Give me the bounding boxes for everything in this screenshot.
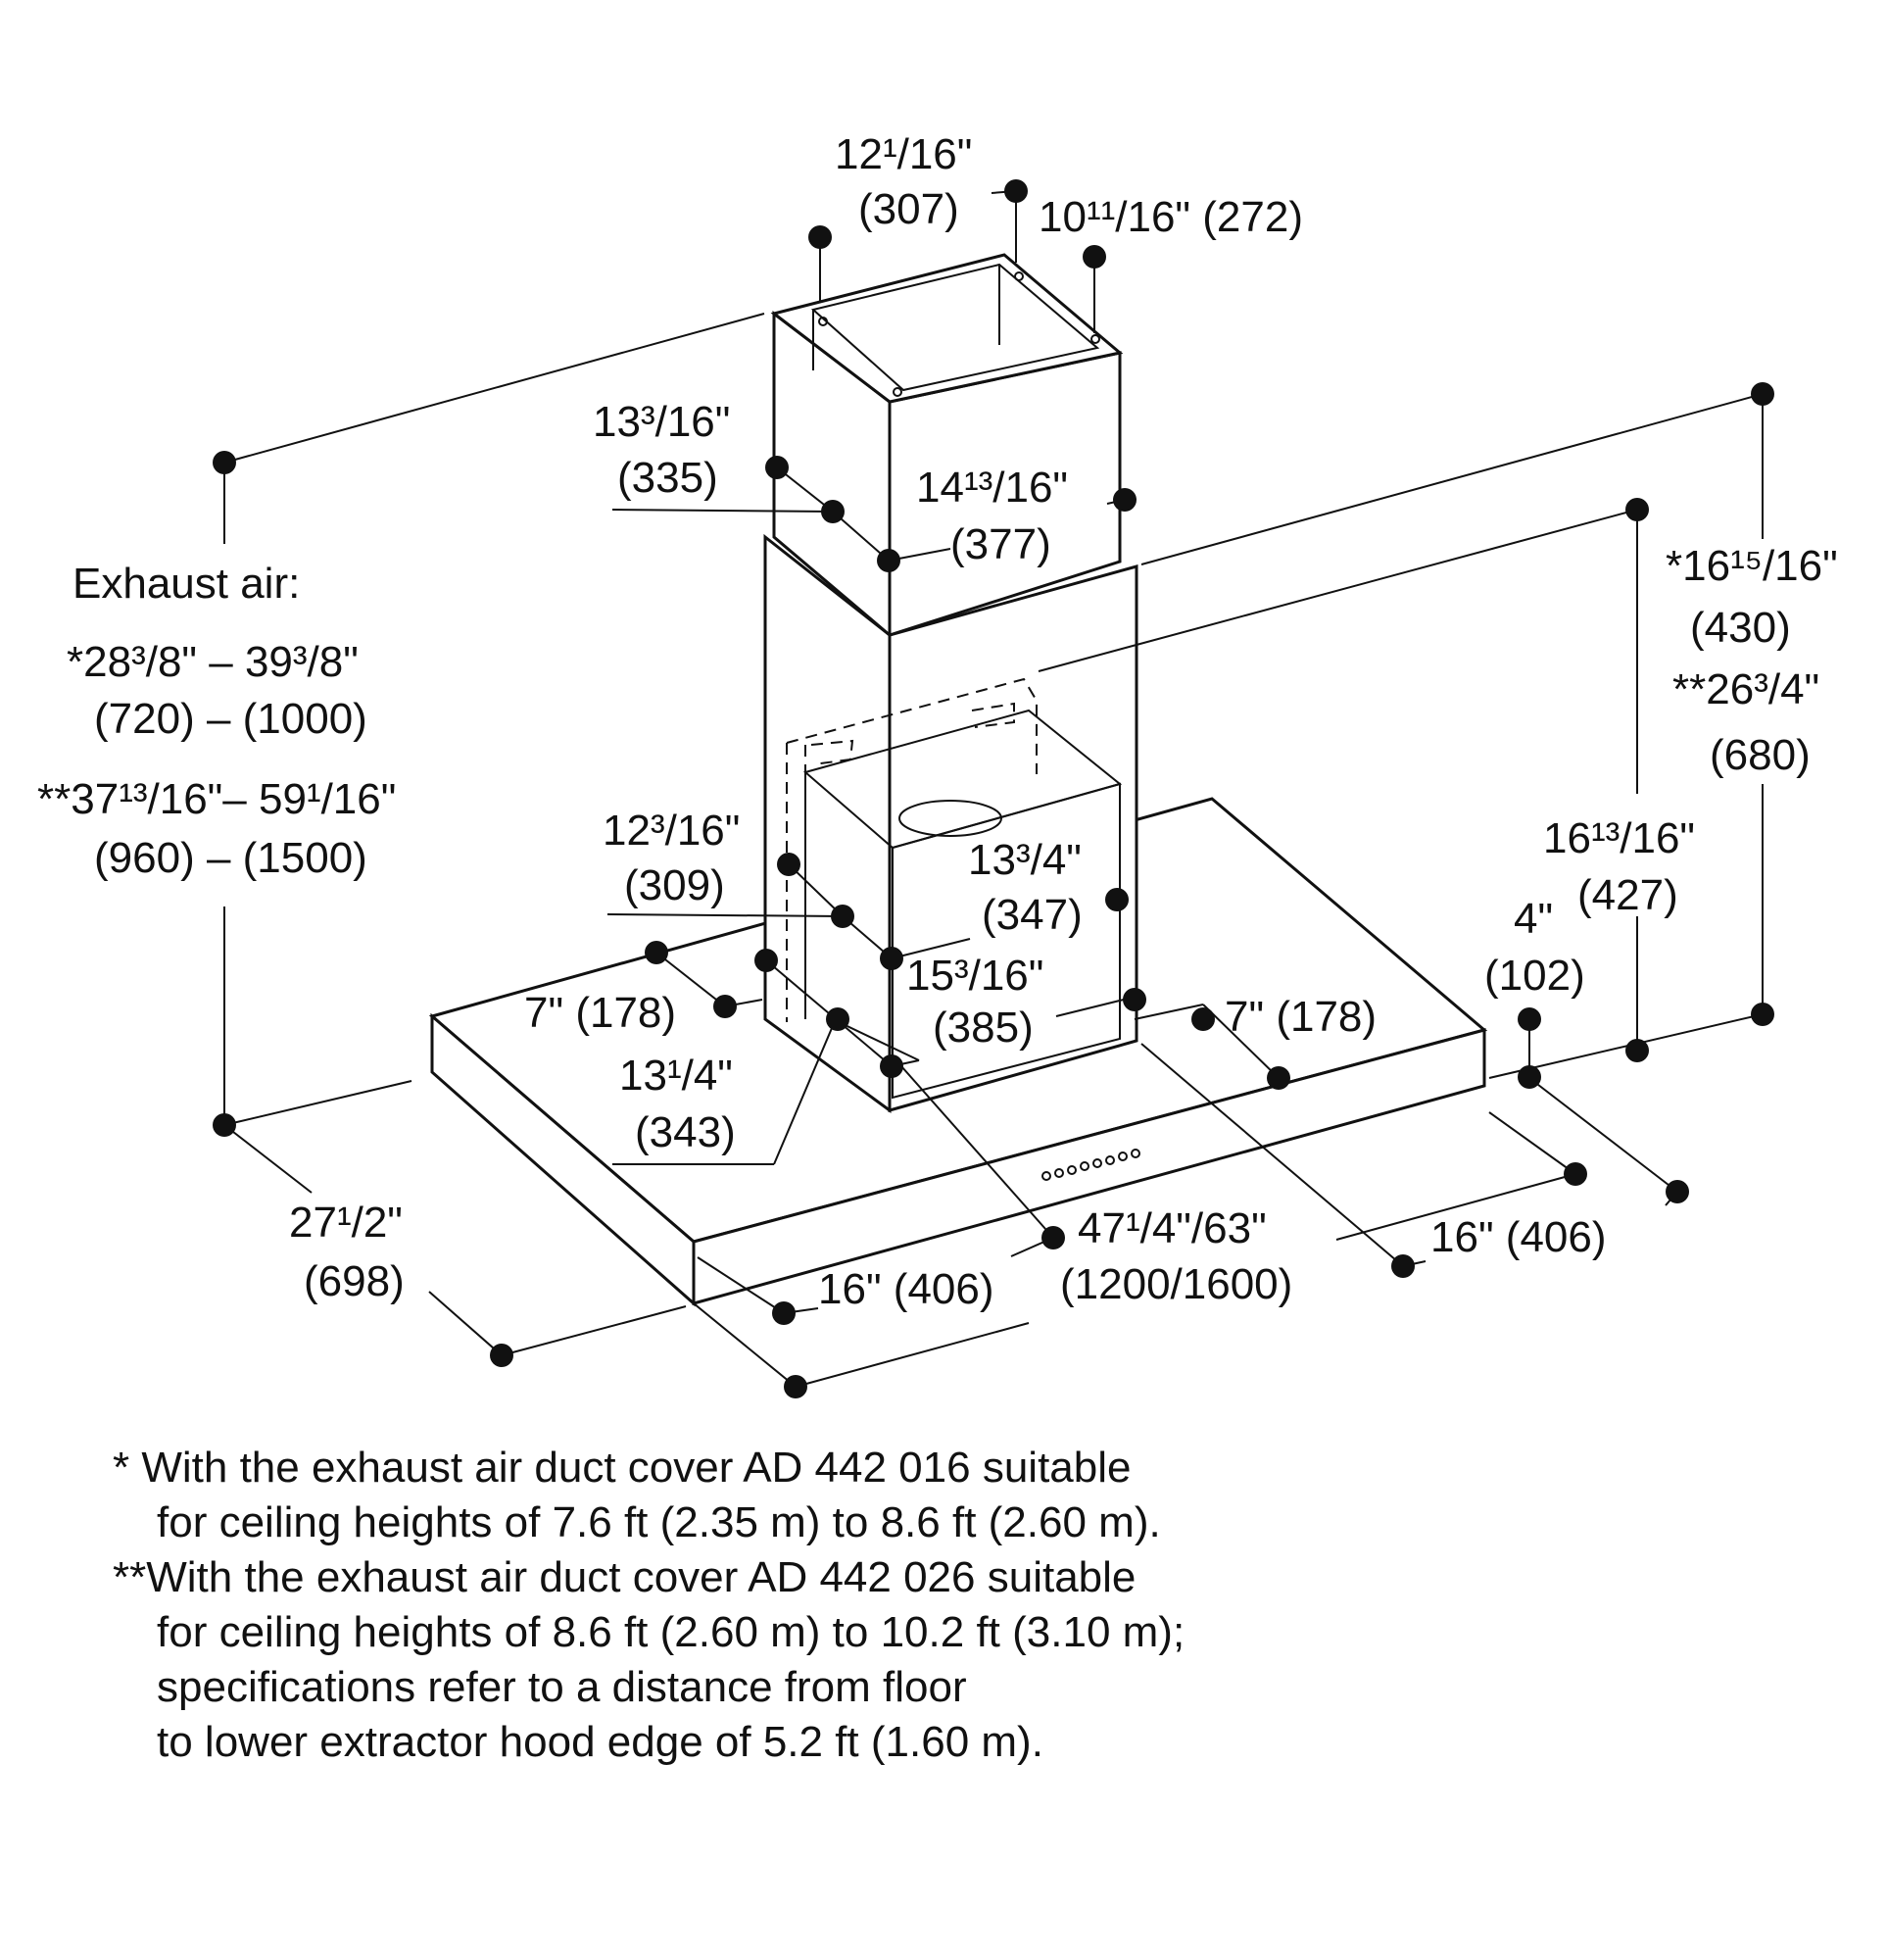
- height-a-metric: (430): [1690, 604, 1791, 652]
- fan-box-depth-imperial: 13¹/4": [619, 1052, 733, 1100]
- lower-chimney-width-metric: (385): [933, 1004, 1034, 1052]
- upper-chimney-width-imperial: 14¹³/16": [916, 464, 1068, 512]
- right-offset-label: 7" (178): [1225, 993, 1377, 1041]
- chimney-height-imperial: 16¹³/16": [1543, 814, 1695, 862]
- footnotes: * With the exhaust air duct cover AD 442…: [113, 1444, 1185, 1766]
- footnote-line-6: to lower extractor hood edge of 5.2 ft (…: [157, 1718, 1043, 1766]
- chimney-height-metric: (427): [1577, 871, 1678, 919]
- exhaust-range-imperial-2: **37¹³/16"– 59¹/16": [37, 775, 396, 823]
- upper-chimney-depth-metric: (335): [617, 454, 718, 502]
- footnote-line-1: * With the exhaust air duct cover AD 442…: [113, 1444, 1131, 1492]
- canopy-width-metric: (1200/1600): [1060, 1260, 1292, 1308]
- upper-chimney-top: [770, 253, 1124, 404]
- height-b-imperial: **26³/4": [1672, 665, 1819, 713]
- footnote-line-5: specifications refer to a distance from …: [157, 1663, 967, 1711]
- dimension-dots: [213, 179, 1774, 1398]
- canopy-width-imperial: 47¹/4"/63": [1078, 1204, 1267, 1252]
- lower-chimney-depth-imperial: 12³/16": [603, 807, 740, 855]
- front-clearance-label: 16" (406): [818, 1265, 994, 1313]
- fan-box-depth-metric: (343): [635, 1108, 736, 1156]
- footnote-line-3: **With the exhaust air duct cover AD 442…: [113, 1553, 1136, 1601]
- fan-box-width-imperial: 13³/4": [968, 836, 1082, 884]
- canopy-thickness-imperial: 4": [1514, 895, 1553, 943]
- fan-box-front: [892, 782, 1121, 1100]
- fan-opening: [898, 800, 1002, 837]
- duct-width-metric: (307): [858, 185, 959, 233]
- exhaust-air-label: Exhaust air:: [73, 560, 300, 608]
- chimney-opening: [810, 263, 1100, 392]
- upper-chimney-width-metric: (377): [950, 520, 1051, 568]
- canopy-depth-imperial: 27¹/2": [289, 1199, 403, 1247]
- lower-chimney-width-imperial: 15³/16": [906, 952, 1043, 1000]
- footnote-line-2: for ceiling heights of 7.6 ft (2.35 m) t…: [157, 1498, 1161, 1546]
- canopy-thickness-metric: (102): [1484, 952, 1585, 1000]
- footnote-line-4: for ceiling heights of 8.6 ft (2.60 m) t…: [157, 1608, 1185, 1656]
- canopy-depth-metric: (698): [304, 1257, 405, 1305]
- control-buttons: [1041, 1149, 1140, 1181]
- upper-chimney-depth-imperial: 13³/16": [593, 398, 730, 446]
- duct-width-imperial: 12¹/16": [835, 130, 972, 178]
- left-offset-label: 7" (178): [524, 989, 676, 1037]
- exhaust-range-imperial-1: *28³/8" – 39³/8": [67, 638, 359, 686]
- lower-chimney-depth-metric: (309): [624, 861, 725, 909]
- exhaust-range-metric-2: (960) – (1500): [94, 834, 367, 882]
- height-a-imperial: *16¹⁵/16": [1666, 542, 1838, 590]
- duct-depth-label: 10¹¹/16" (272): [1039, 193, 1303, 241]
- right-clearance-label: 16" (406): [1430, 1213, 1607, 1261]
- dimension-labels: Exhaust air: *28³/8" – 39³/8" (720) – (1…: [37, 130, 1838, 1313]
- exhaust-range-metric-1: (720) – (1000): [94, 695, 367, 743]
- fan-box-width-metric: (347): [982, 891, 1083, 939]
- hood-drawing: [428, 253, 1488, 1307]
- height-b-metric: (680): [1710, 731, 1811, 779]
